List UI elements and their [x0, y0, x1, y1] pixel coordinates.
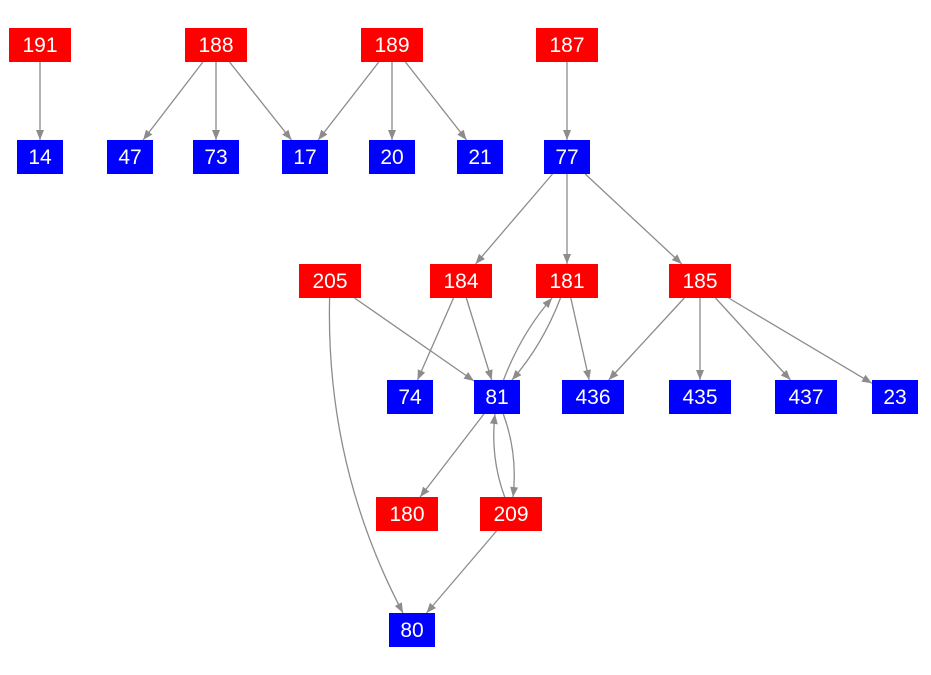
graph-node-81: 81 [474, 380, 520, 414]
graph-node-74: 74 [387, 380, 433, 414]
edge-189-to-21 [404, 61, 468, 141]
graph-node-20: 20 [369, 140, 415, 174]
graph-node-437: 437 [775, 380, 837, 414]
graph-node-73: 73 [193, 140, 239, 174]
graph-node-188: 188 [185, 28, 247, 62]
graph-node-14: 14 [17, 140, 63, 174]
edge-77-to-184 [475, 173, 553, 265]
graph-node-180: 180 [376, 497, 438, 531]
graph-node-187: 187 [536, 28, 598, 62]
graph-node-191: 191 [9, 28, 71, 62]
graph-node-80: 80 [389, 613, 435, 647]
graph-node-209: 209 [480, 497, 542, 531]
graph-node-77: 77 [544, 140, 590, 174]
edge-81-to-180 [419, 413, 485, 498]
edge-181-to-81 [511, 297, 562, 381]
graph-node-47: 47 [107, 140, 153, 174]
edge-185-to-23 [728, 297, 873, 384]
edge-188-to-47 [142, 61, 204, 141]
graph-node-23: 23 [872, 380, 918, 414]
edge-184-to-74 [416, 297, 455, 381]
edge-81-to-209 [502, 413, 519, 498]
graph-node-17: 17 [282, 140, 328, 174]
edge-205-to-80 [328, 297, 404, 614]
graph-node-21: 21 [457, 140, 503, 174]
edge-185-to-437 [715, 297, 791, 381]
graph-node-185: 185 [669, 264, 731, 298]
edge-184-to-81 [465, 297, 493, 381]
edge-181-to-436 [570, 297, 591, 381]
edge-205-to-81 [354, 297, 475, 382]
graph-node-205: 205 [299, 264, 361, 298]
edge-185-to-436 [608, 297, 685, 381]
edge-81-to-181 [502, 297, 553, 381]
edge-77-to-185 [584, 173, 683, 265]
edge-209-to-81 [489, 413, 506, 498]
edge-209-to-80 [426, 530, 497, 614]
graph-node-435: 435 [669, 380, 731, 414]
graph-node-189: 189 [361, 28, 423, 62]
edge-189-to-17 [317, 61, 380, 141]
graph-node-181: 181 [536, 264, 598, 298]
graph-node-436: 436 [562, 380, 624, 414]
graph-node-184: 184 [430, 264, 492, 298]
edge-188-to-17 [228, 61, 293, 141]
